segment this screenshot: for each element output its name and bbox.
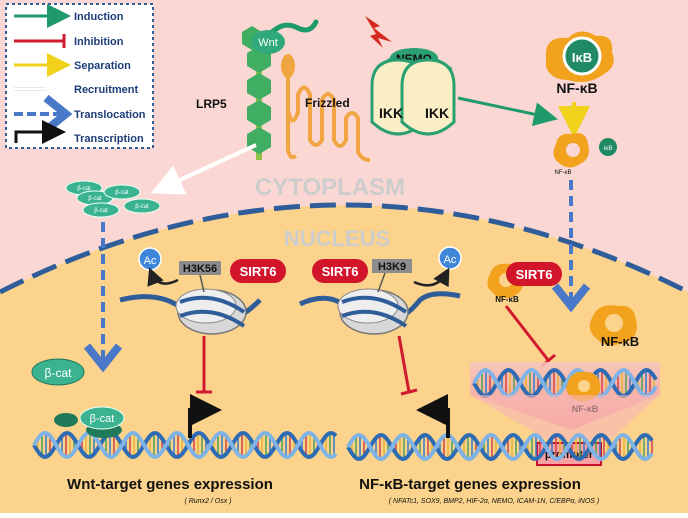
h3k9-tag [372, 259, 412, 273]
nucleus-label: NUCLEUS [284, 226, 390, 251]
induction-arrow-ikk [457, 96, 558, 126]
frizzled-receptor: Frizzled [281, 54, 371, 162]
nfkb-label-sirt6: NF-κB [495, 295, 519, 304]
ac-label-left: Ac [144, 255, 157, 267]
wnt-target-genes-list: ( Runx2 / Osx ) [184, 498, 231, 505]
nfkb-label-top: NF-κB [556, 80, 597, 96]
legend: Induction Inhibition Separation Recruitm… [5, 3, 154, 149]
legend-recruitment-label: Recruitment [74, 84, 139, 96]
lrp5-label: LRP5 [196, 97, 227, 111]
ikk-label-2: IKK [425, 105, 449, 121]
legend-box [5, 3, 154, 149]
inhibition-arrow-center [397, 335, 411, 393]
cytoplasm-label: CYTOPLASM [255, 174, 405, 201]
legend-transcription-arrow [14, 120, 66, 144]
sirt6-badge-center [312, 259, 368, 283]
beta-catenin-on-dna: β-cat [54, 406, 125, 438]
inhibition-arrow-right [504, 305, 550, 361]
beta-catenin-cluster: β-cat β-cat β-cat β-cat β-cat [65, 180, 161, 218]
wnt-label: Wnt [258, 37, 278, 49]
h3k56-label: H3K56 [183, 263, 217, 275]
nucleosome-right: H3K9 [298, 259, 461, 335]
legend-separation-label: Separation [74, 60, 131, 72]
stimulus-bolt-icon [365, 16, 392, 48]
nfkb-nucleus: NF-κB [589, 305, 639, 349]
sirt6-label-left: SIRT6 [240, 264, 277, 279]
nfkb-cytoplasm: NF-κB IκB [553, 133, 617, 176]
nfkb-target-genes-title: NF-κB-target genes expression [359, 476, 581, 493]
svg-text:β-cat: β-cat [77, 186, 91, 192]
h3k56-tag [179, 261, 221, 275]
wnt-target-genes-title: Wnt-target genes expression [67, 476, 273, 493]
sirt6-nfkb-complex: SIRT6 NF-κB [487, 262, 562, 304]
legend-translocation-label: Translocation [74, 109, 146, 121]
beta-catenin-nucleus: β-cat [31, 358, 85, 386]
ikk-complex: NEMO IKK IKK [370, 48, 456, 136]
legend-inhibition-label: Inhibition [74, 36, 124, 48]
deacetylation-arrow-right [413, 267, 450, 288]
ac-label-right: Ac [444, 254, 457, 266]
svg-text:β-cat: β-cat [94, 208, 108, 214]
svg-text:β-cat: β-cat [88, 196, 102, 202]
svg-text:β-cat: β-cat [135, 204, 149, 210]
svg-text:β-cat: β-cat [115, 190, 129, 196]
nucleosome-left: H3K56 [119, 261, 262, 335]
nfkb-ikb-complex: IκB NF-κB [546, 31, 614, 96]
ikb-label: IκB [572, 50, 592, 65]
h3k9-label: H3K9 [378, 261, 406, 273]
transcription-arrow-left [188, 394, 222, 438]
ikb-small-label: IκB [604, 146, 613, 152]
nfkb-target-genes-list: ( NFATc1, SOX9, BMP2, HIF-2α, NEMO, ICAM… [389, 498, 600, 505]
bcat-label-dna: β-cat [90, 413, 115, 425]
nfkb-label-nucleus: NF-κB [601, 334, 639, 349]
wnt-ligand: Wnt [251, 19, 319, 54]
acetyl-group-right [438, 246, 462, 270]
dna-helix-wnt [32, 431, 338, 459]
legend-induction-label: Induction [74, 11, 124, 23]
transcription-arrow-right [416, 394, 450, 438]
sirt6-badge-left [230, 259, 286, 283]
bcat-label-nucleus: β-cat [45, 366, 73, 380]
legend-transcription-label: Transcription [74, 133, 144, 145]
frizzled-label: Frizzled [305, 96, 350, 110]
dna-helix-nfkb [346, 433, 654, 461]
recruitment-arrow [150, 143, 257, 195]
sirt6-badge-right [506, 262, 562, 286]
sirt6-label-right: SIRT6 [516, 267, 553, 282]
ikk-label-1: IKK [379, 105, 403, 121]
nfkb-label-cytoplasm: NF-κB [555, 170, 572, 176]
sirt6-label-center: SIRT6 [322, 264, 359, 279]
deacetylation-arrow-left [147, 267, 179, 287]
